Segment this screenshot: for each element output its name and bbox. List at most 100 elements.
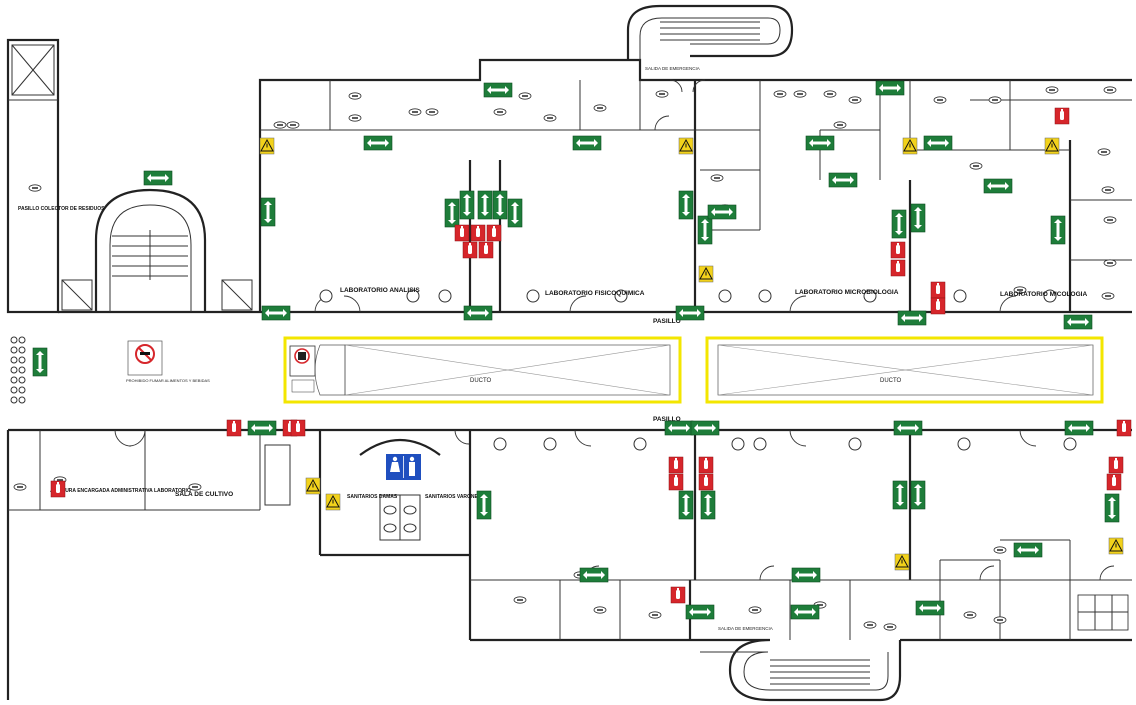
exit-sign-icon xyxy=(664,420,694,436)
exit-sign-icon xyxy=(700,490,716,520)
warning-triangle-icon xyxy=(1108,537,1124,555)
fire-signs xyxy=(50,107,1132,604)
exit-sign-icon xyxy=(910,203,926,233)
warning-triangle-icon xyxy=(1044,137,1060,155)
exit-sign-icon xyxy=(685,604,715,620)
exit-sign-icon xyxy=(507,198,523,228)
fire-extinguisher-icon xyxy=(470,224,486,242)
exit-sign-icon xyxy=(891,209,907,239)
room-label-sanitarios-damas: SANITARIOS DAMAS xyxy=(347,494,398,500)
fire-extinguisher-icon xyxy=(668,456,684,474)
room-label-pasillo-left: PASILLO COLECTOR DE RESIDUOS xyxy=(18,206,105,212)
exit-sign-icon xyxy=(1063,314,1093,330)
exit-sign-icon xyxy=(247,420,277,436)
exit-sign-icon xyxy=(983,178,1013,194)
exit-sign-icon xyxy=(261,305,291,321)
furniture xyxy=(13,86,1129,631)
exit-sign-icon xyxy=(910,480,926,510)
exit-sign-icon xyxy=(572,135,602,151)
exit-sign-icon xyxy=(1013,542,1043,558)
room-label-ducto-left: DUCTO xyxy=(470,378,492,384)
warning-triangle-icon xyxy=(305,477,321,495)
room-label-lab-analisis: LABORATORIO ANALISIS xyxy=(340,287,420,294)
exit-sign-icon xyxy=(892,480,908,510)
exit-sign-icon xyxy=(828,172,858,188)
room-label-salida-bottom: SALIDA DE EMERGENCIA xyxy=(718,626,773,631)
fire-extinguisher-icon xyxy=(930,297,946,315)
room-label-jefatura: JEFATURA ENCARGADA ADMINISTRATIVA LABORA… xyxy=(50,488,191,494)
exit-sign-icon xyxy=(463,305,493,321)
exit-sign-icon xyxy=(260,197,276,227)
fire-extinguisher-icon xyxy=(670,586,686,604)
exit-sign-icon xyxy=(444,198,460,228)
exit-sign-icon xyxy=(675,305,705,321)
room-label-sanitarios-varones: SANITARIOS VARONES xyxy=(425,494,482,500)
exit-sign-icon xyxy=(875,80,905,96)
warning-triangle-icon xyxy=(902,137,918,155)
room-label-lab-microbiologia: LABORATORIO MICROBIOLOGIA xyxy=(795,289,899,296)
warning-triangle-icon xyxy=(678,137,694,155)
exit-sign-icon xyxy=(791,567,821,583)
exit-sign-icon xyxy=(690,420,720,436)
exit-sign-icon xyxy=(476,490,492,520)
exit-sign-icon xyxy=(492,190,508,220)
room-label-pasillo-bottom: PASILLO xyxy=(653,416,681,423)
room-labels: LABORATORIO ANALISIS LABORATORIO FISICOQ… xyxy=(18,66,1087,631)
fire-extinguisher-icon xyxy=(890,259,906,277)
exit-sign-icon xyxy=(790,604,820,620)
duct-warning xyxy=(289,345,316,393)
left-markers xyxy=(10,336,26,404)
exit-sign-icon xyxy=(1104,493,1120,523)
exit-sign-icon xyxy=(143,170,173,186)
warning-triangle-icon xyxy=(325,493,341,511)
fire-extinguisher-icon xyxy=(478,241,494,259)
room-label-lab-fisicoquimica: LABORATORIO FISICOQUIMICA xyxy=(545,290,645,297)
room-label-salida-top: SALIDA DE EMERGENCIA xyxy=(645,66,700,71)
exit-sign-icon xyxy=(893,420,923,436)
room-label-ducto-right: DUCTO xyxy=(880,378,902,384)
fire-extinguisher-icon xyxy=(290,419,306,437)
exit-sign-icon xyxy=(897,310,927,326)
fire-extinguisher-icon xyxy=(226,419,242,437)
exit-sign-icon xyxy=(1050,215,1066,245)
exit-sign-icon xyxy=(483,82,513,98)
exit-sign-icon xyxy=(579,567,609,583)
room-label-lab-micologia: LABORATORIO MICOLOGIA xyxy=(1000,291,1087,298)
exit-sign-icon xyxy=(678,190,694,220)
warning-triangle-icon xyxy=(894,553,910,571)
exit-sign-icon xyxy=(459,190,475,220)
ducts xyxy=(283,336,1104,404)
exit-sign-icon xyxy=(707,204,737,220)
fire-extinguisher-icon xyxy=(454,224,470,242)
warning-triangle-icon xyxy=(698,265,714,283)
restroom-sign xyxy=(386,454,421,480)
exit-signs xyxy=(32,80,1120,620)
no-smoking-text: PROHIBIDO FUMAR ALIMENTOS Y BEBIDAS xyxy=(126,378,210,383)
fire-extinguisher-icon xyxy=(486,224,502,242)
room-label-sala-cultivo: SALA DE CULTIVO xyxy=(175,491,233,498)
fire-extinguisher-icon xyxy=(1108,456,1124,474)
no-smoking-sign: PROHIBIDO FUMAR ALIMENTOS Y BEBIDAS xyxy=(126,340,210,383)
exit-sign-icon xyxy=(915,600,945,616)
fire-extinguisher-icon xyxy=(698,473,714,491)
exit-sign-icon xyxy=(678,490,694,520)
exit-sign-icon xyxy=(805,135,835,151)
fire-extinguisher-icon xyxy=(1116,419,1132,437)
fire-extinguisher-icon xyxy=(1106,473,1122,491)
fire-extinguisher-icon xyxy=(698,456,714,474)
room-label-pasillo-top: PASILLO xyxy=(653,318,681,325)
exit-sign-icon xyxy=(477,190,493,220)
fire-extinguisher-icon xyxy=(462,241,478,259)
fire-extinguisher-icon xyxy=(930,281,946,299)
warning-triangle-icon xyxy=(259,137,275,155)
fire-extinguisher-icon xyxy=(668,473,684,491)
exit-sign-icon xyxy=(1064,420,1094,436)
fire-extinguisher-icon xyxy=(50,480,66,498)
fire-extinguisher-icon xyxy=(1054,107,1070,125)
exit-sign-icon xyxy=(32,347,48,377)
exit-sign-icon xyxy=(923,135,953,151)
fire-extinguisher-icon xyxy=(890,241,906,259)
exit-sign-icon xyxy=(363,135,393,151)
walls xyxy=(6,4,1132,702)
